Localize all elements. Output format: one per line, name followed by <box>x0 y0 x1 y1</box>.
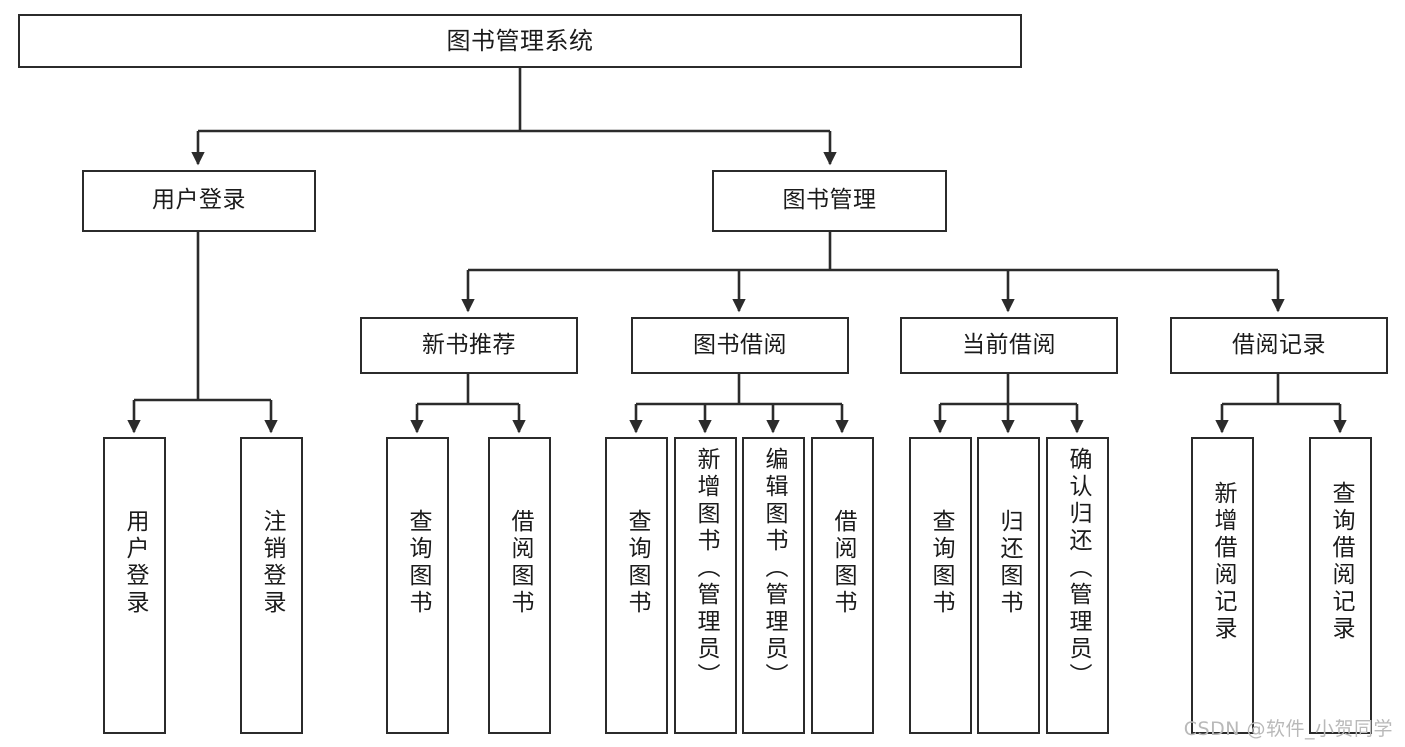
leaf-new-book-borrow-book[interactable]: 借阅图书 <box>488 437 551 734</box>
leaf-current-borrow-query-book[interactable]: 查询图书 <box>909 437 972 734</box>
node-book-borrow[interactable]: 图书借阅 <box>631 317 849 374</box>
leaf-current-borrow-confirm-return-admin[interactable]: 确认归还（管理员） <box>1046 437 1109 734</box>
node-label: 借阅图书 <box>830 509 856 617</box>
node-label: 用户登录 <box>152 187 246 214</box>
node-borrow-record[interactable]: 借阅记录 <box>1170 317 1388 374</box>
node-user-login[interactable]: 用户登录 <box>82 170 316 232</box>
leaf-book-borrow-query-book[interactable]: 查询图书 <box>605 437 668 734</box>
node-label: 归还图书 <box>996 509 1022 617</box>
csdn-watermark: CSDN @软件_小贺同学 <box>1183 718 1393 740</box>
node-label: 借阅图书 <box>507 509 533 617</box>
leaf-user-login-logout[interactable]: 注销登录 <box>240 437 303 734</box>
leaf-user-login-login[interactable]: 用户登录 <box>103 437 166 734</box>
node-book-management[interactable]: 图书管理 <box>712 170 947 232</box>
leaf-book-borrow-edit-book-admin[interactable]: 编辑图书（管理员） <box>742 437 805 734</box>
node-label: 查询借阅记录 <box>1328 481 1354 643</box>
node-label: 图书管理 <box>782 187 877 214</box>
node-label: 确认归还（管理员） <box>1065 447 1091 690</box>
node-label: 图书管理系统 <box>446 26 594 55</box>
leaf-current-borrow-return-book[interactable]: 归还图书 <box>977 437 1040 734</box>
leaf-book-borrow-add-book-admin[interactable]: 新增图书（管理员） <box>674 437 737 734</box>
node-label: 借阅记录 <box>1232 331 1326 358</box>
node-label: 注销登录 <box>259 509 285 617</box>
node-new-book-recommend[interactable]: 新书推荐 <box>360 317 578 374</box>
node-label: 新增借阅记录 <box>1210 481 1236 643</box>
node-label: 查询图书 <box>405 509 431 617</box>
node-label: 图书借阅 <box>693 331 787 358</box>
leaf-borrow-record-add-record[interactable]: 新增借阅记录 <box>1191 437 1254 734</box>
node-label: 编辑图书（管理员） <box>761 447 787 690</box>
leaf-new-book-query-book[interactable]: 查询图书 <box>386 437 449 734</box>
node-label: 新书推荐 <box>422 331 516 358</box>
node-current-borrow[interactable]: 当前借阅 <box>900 317 1118 374</box>
node-root-book-management-system[interactable]: 图书管理系统 <box>18 14 1022 68</box>
node-label: 用户登录 <box>122 509 148 617</box>
node-label: 查询图书 <box>928 509 954 617</box>
node-label: 当前借阅 <box>962 331 1056 358</box>
leaf-book-borrow-borrow-book[interactable]: 借阅图书 <box>811 437 874 734</box>
leaf-borrow-record-query-record[interactable]: 查询借阅记录 <box>1309 437 1372 734</box>
node-label: 新增图书（管理员） <box>693 447 719 690</box>
node-label: 查询图书 <box>624 509 650 617</box>
